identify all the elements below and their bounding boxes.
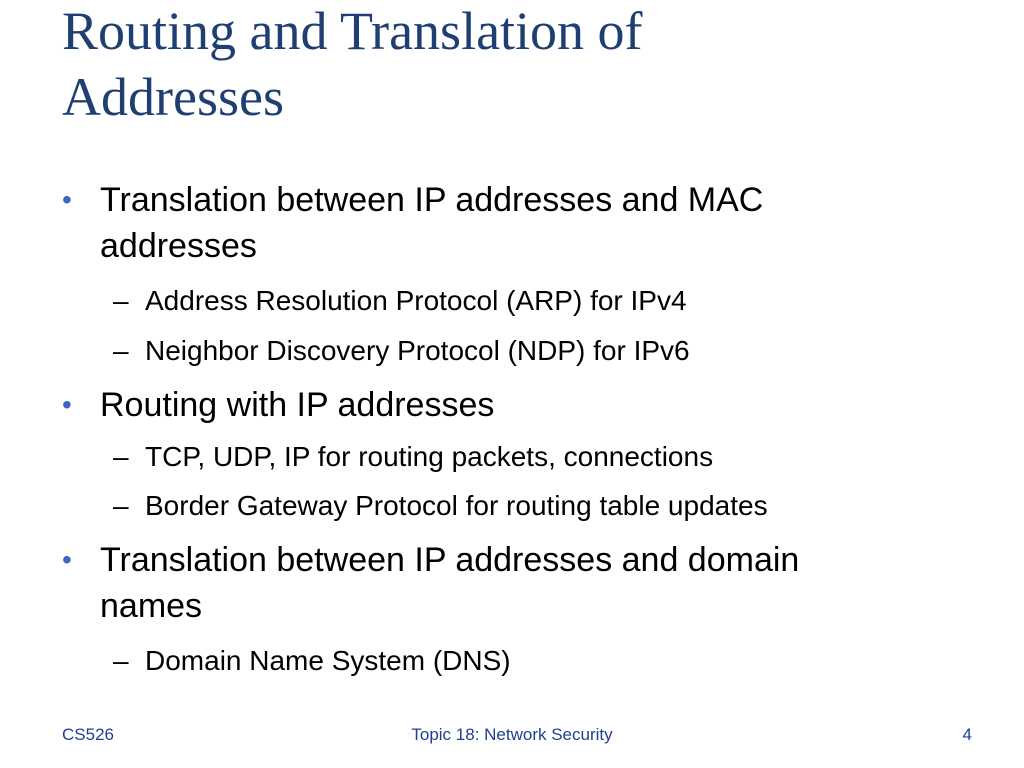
sub-bullet-text: Neighbor Discovery Protocol (NDP) for IP…	[145, 335, 690, 366]
bullet-marker: •	[62, 544, 72, 575]
sub-bullet-item: – Address Resolution Protocol (ARP) for …	[113, 283, 965, 319]
slide-body: • Translation between IP addresses and M…	[62, 177, 965, 679]
footer-course: CS526	[62, 725, 114, 744]
bullet-item: • Translation between IP addresses and d…	[62, 537, 960, 629]
sub-bullet-marker: –	[113, 335, 129, 366]
sub-bullet-text: TCP, UDP, IP for routing packets, connec…	[145, 441, 714, 472]
bullet-item: • Translation between IP addresses and M…	[62, 177, 960, 269]
footer-page-number: 4	[962, 725, 972, 744]
bullet-marker: •	[62, 389, 72, 420]
slide-title-line-1: Routing and Translation of	[62, 1, 643, 61]
sub-bullet-item: – Neighbor Discovery Protocol (NDP) for …	[113, 333, 965, 369]
sub-bullet-text: Domain Name System (DNS)	[145, 645, 511, 676]
bullet-text-line-1: Routing with IP addresses	[100, 386, 495, 424]
slide-title: Routing and Translation of Addresses	[62, 0, 962, 130]
bullet-text-line-2: addresses	[100, 227, 257, 265]
sub-bullet-marker: –	[113, 645, 129, 676]
footer-topic: Topic 18: Network Security	[411, 725, 613, 744]
bullet-item: • Routing with IP addresses	[62, 382, 960, 428]
sub-bullet-marker: –	[113, 490, 129, 521]
sub-bullet-marker: –	[113, 441, 129, 472]
sub-bullet-item: – TCP, UDP, IP for routing packets, conn…	[113, 439, 965, 475]
sub-bullet-item: – Domain Name System (DNS)	[113, 643, 965, 679]
sub-bullet-text: Border Gateway Protocol for routing tabl…	[145, 490, 768, 521]
bullet-text-line-1: Translation between IP addresses and MAC	[100, 181, 764, 219]
sub-bullet-text: Address Resolution Protocol (ARP) for IP…	[145, 285, 687, 316]
sub-bullet-marker: –	[113, 285, 129, 316]
bullet-marker: •	[62, 184, 72, 215]
bullet-text-line-1: Translation between IP addresses and dom…	[100, 541, 800, 579]
bullet-text-line-2: names	[100, 587, 203, 625]
slide-title-line-2: Addresses	[62, 67, 284, 127]
sub-bullet-item: – Border Gateway Protocol for routing ta…	[113, 488, 965, 524]
